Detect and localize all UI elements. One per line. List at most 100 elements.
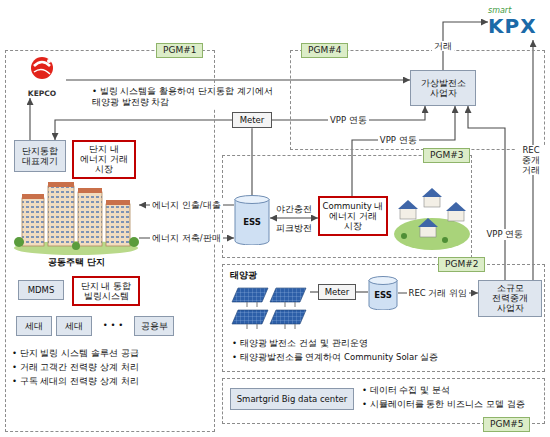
note-text: • 데이터 수집 및 분석 bbox=[362, 385, 450, 396]
apartment-illustration-part bbox=[48, 186, 74, 246]
apartment-illustration-part bbox=[106, 204, 130, 246]
process-box: 소규모 전력중개 사업자 bbox=[478, 280, 542, 317]
connector bbox=[55, 120, 232, 140]
solar-panel-illustration-part bbox=[247, 302, 295, 329]
apartment-illustration-part bbox=[22, 198, 44, 246]
house-illustration-part bbox=[422, 188, 442, 197]
connector bbox=[251, 128, 252, 195]
apartment-illustration-part bbox=[48, 182, 74, 187]
apartment-illustration-part bbox=[78, 188, 102, 193]
market-box: 단지 내 에너지 거래 시장 bbox=[72, 140, 136, 179]
logo-text: smart bbox=[488, 7, 511, 16]
house-illustration bbox=[394, 188, 470, 250]
meter-box: Meter bbox=[318, 284, 356, 300]
process-box: 가상발전소 사업자 bbox=[410, 70, 476, 106]
node-text: 가상발전소 사업자 bbox=[413, 78, 473, 98]
apartment-illustration bbox=[14, 182, 139, 255]
node-text: 단지 내 통합 빌링시스템 bbox=[76, 281, 136, 301]
connector bbox=[270, 217, 318, 218]
house-illustration-part bbox=[401, 233, 407, 239]
solar-panel-illustration-part bbox=[232, 310, 268, 324]
process-box: MDMS bbox=[18, 280, 64, 300]
note-text: • 거래 고객간 전력량 상계 처리 bbox=[12, 362, 139, 373]
connector bbox=[29, 98, 30, 140]
house-illustration-part bbox=[442, 237, 448, 243]
connector bbox=[356, 291, 368, 292]
note-text: • 빌링 시스템을 활용하여 단지통합 계기에서 태양광 발전량 차감 bbox=[92, 86, 277, 108]
solar-panel-illustration bbox=[232, 288, 306, 329]
edge-label: VPP 연동 bbox=[378, 135, 419, 145]
apartment-illustration-part bbox=[72, 242, 80, 250]
program-tag: PGM#2 bbox=[438, 257, 485, 272]
process-box: 공용부 bbox=[134, 316, 174, 336]
node-text: 소규모 전력중개 사업자 bbox=[481, 283, 539, 314]
connector bbox=[66, 79, 410, 80]
node-text: MDMS bbox=[28, 285, 55, 295]
house-illustration-part bbox=[446, 202, 466, 211]
kepco-logo-part bbox=[34, 62, 50, 66]
house-illustration-part bbox=[398, 200, 418, 209]
edge-label: 거래 bbox=[432, 41, 454, 51]
annotation: 피크방전 bbox=[274, 223, 314, 234]
connector bbox=[468, 106, 505, 280]
note-text: • 시뮬레이터를 통한 비즈니스 모델 검증 bbox=[362, 399, 525, 410]
node-text: 세대 bbox=[25, 321, 43, 331]
apartment-illustration-part bbox=[129, 237, 139, 247]
caption: 태양광 bbox=[230, 270, 257, 281]
logo-text: KPX bbox=[488, 16, 537, 37]
kepco-logo-part bbox=[47, 59, 51, 63]
solar-panel-illustration-part bbox=[270, 310, 306, 324]
node-text: 단지 내 에너지 거래 시장 bbox=[76, 144, 132, 175]
house-illustration-part bbox=[448, 210, 464, 221]
program-tag: PGM#5 bbox=[483, 417, 530, 432]
program-tag: PGM#3 bbox=[423, 148, 470, 163]
process-box: Smartgrid Big data center bbox=[230, 388, 354, 410]
program-region: PGM#3ESSCommunity 내 에너지 거래 시장 bbox=[222, 155, 472, 258]
program-tag: PGM#4 bbox=[301, 43, 348, 58]
house-illustration-part bbox=[394, 218, 470, 250]
solar-panel-illustration-part bbox=[232, 288, 268, 302]
house-illustration-part bbox=[400, 208, 416, 219]
house-illustration-part bbox=[424, 196, 440, 207]
node-text: 공용부 bbox=[141, 321, 168, 331]
node-text: 세대 bbox=[65, 321, 83, 331]
illustrated-node: 공동주택 단지 bbox=[14, 178, 139, 268]
kepco-logo-part bbox=[31, 57, 53, 79]
illustrated-node: 태양광 bbox=[230, 270, 310, 332]
edge-label: REC 중개 거래 bbox=[516, 145, 546, 176]
kepco-logo-part bbox=[34, 69, 50, 74]
edge-label: 에너지 인출/대출 bbox=[150, 200, 223, 210]
apartment-illustration-part bbox=[22, 194, 44, 199]
apartment-illustration-part bbox=[14, 237, 24, 247]
market-box: Community 내 에너지 거래 시장 bbox=[318, 196, 388, 236]
cylinder-top bbox=[369, 277, 397, 285]
node-text: Meter bbox=[325, 287, 350, 297]
note-text: • 구독 세대의 전력량 상계 처리 bbox=[12, 376, 139, 387]
note-text: • 태양광발전소를 연계하여 Community Solar 실증 bbox=[232, 352, 438, 363]
note-text: • 단지 빌링 시스템 솔루션 공급 bbox=[12, 348, 139, 359]
market-box: 단지 내 통합 빌링시스템 bbox=[72, 276, 140, 306]
node-text: ESS bbox=[374, 290, 392, 300]
ess-cylinder: ESS bbox=[234, 195, 270, 245]
node-text: Community 내 에너지 거래 시장 bbox=[322, 201, 384, 232]
edge-label: 야간충전 bbox=[274, 204, 314, 214]
node-text: 단지통합 대표계기 bbox=[17, 146, 63, 166]
caption: 공동주택 단지 bbox=[48, 257, 105, 268]
cylinder-body bbox=[235, 199, 269, 245]
process-box: 단지통합 대표계기 bbox=[14, 140, 66, 172]
note-text: • 태양광 발전소 건설 및 관리운영 bbox=[232, 338, 368, 349]
node-text: Meter bbox=[240, 115, 265, 125]
node-text: ESS bbox=[243, 217, 261, 227]
house-illustration-part bbox=[420, 226, 436, 237]
apartment-illustration-part bbox=[106, 200, 130, 205]
meter-box: Meter bbox=[232, 112, 272, 128]
kepco-logo bbox=[31, 57, 53, 79]
apartment-illustration-part bbox=[78, 192, 102, 246]
edge-label: REC 거래 위임 bbox=[407, 288, 470, 298]
annotation: • • • bbox=[96, 320, 130, 331]
process-box: 세대 bbox=[16, 316, 52, 336]
caption: KEPCO bbox=[28, 89, 56, 98]
cylinder-top bbox=[235, 196, 269, 204]
edge-label: VPP 연동 bbox=[328, 115, 369, 125]
edge-label: 에너지 저축/판매 bbox=[150, 233, 223, 243]
